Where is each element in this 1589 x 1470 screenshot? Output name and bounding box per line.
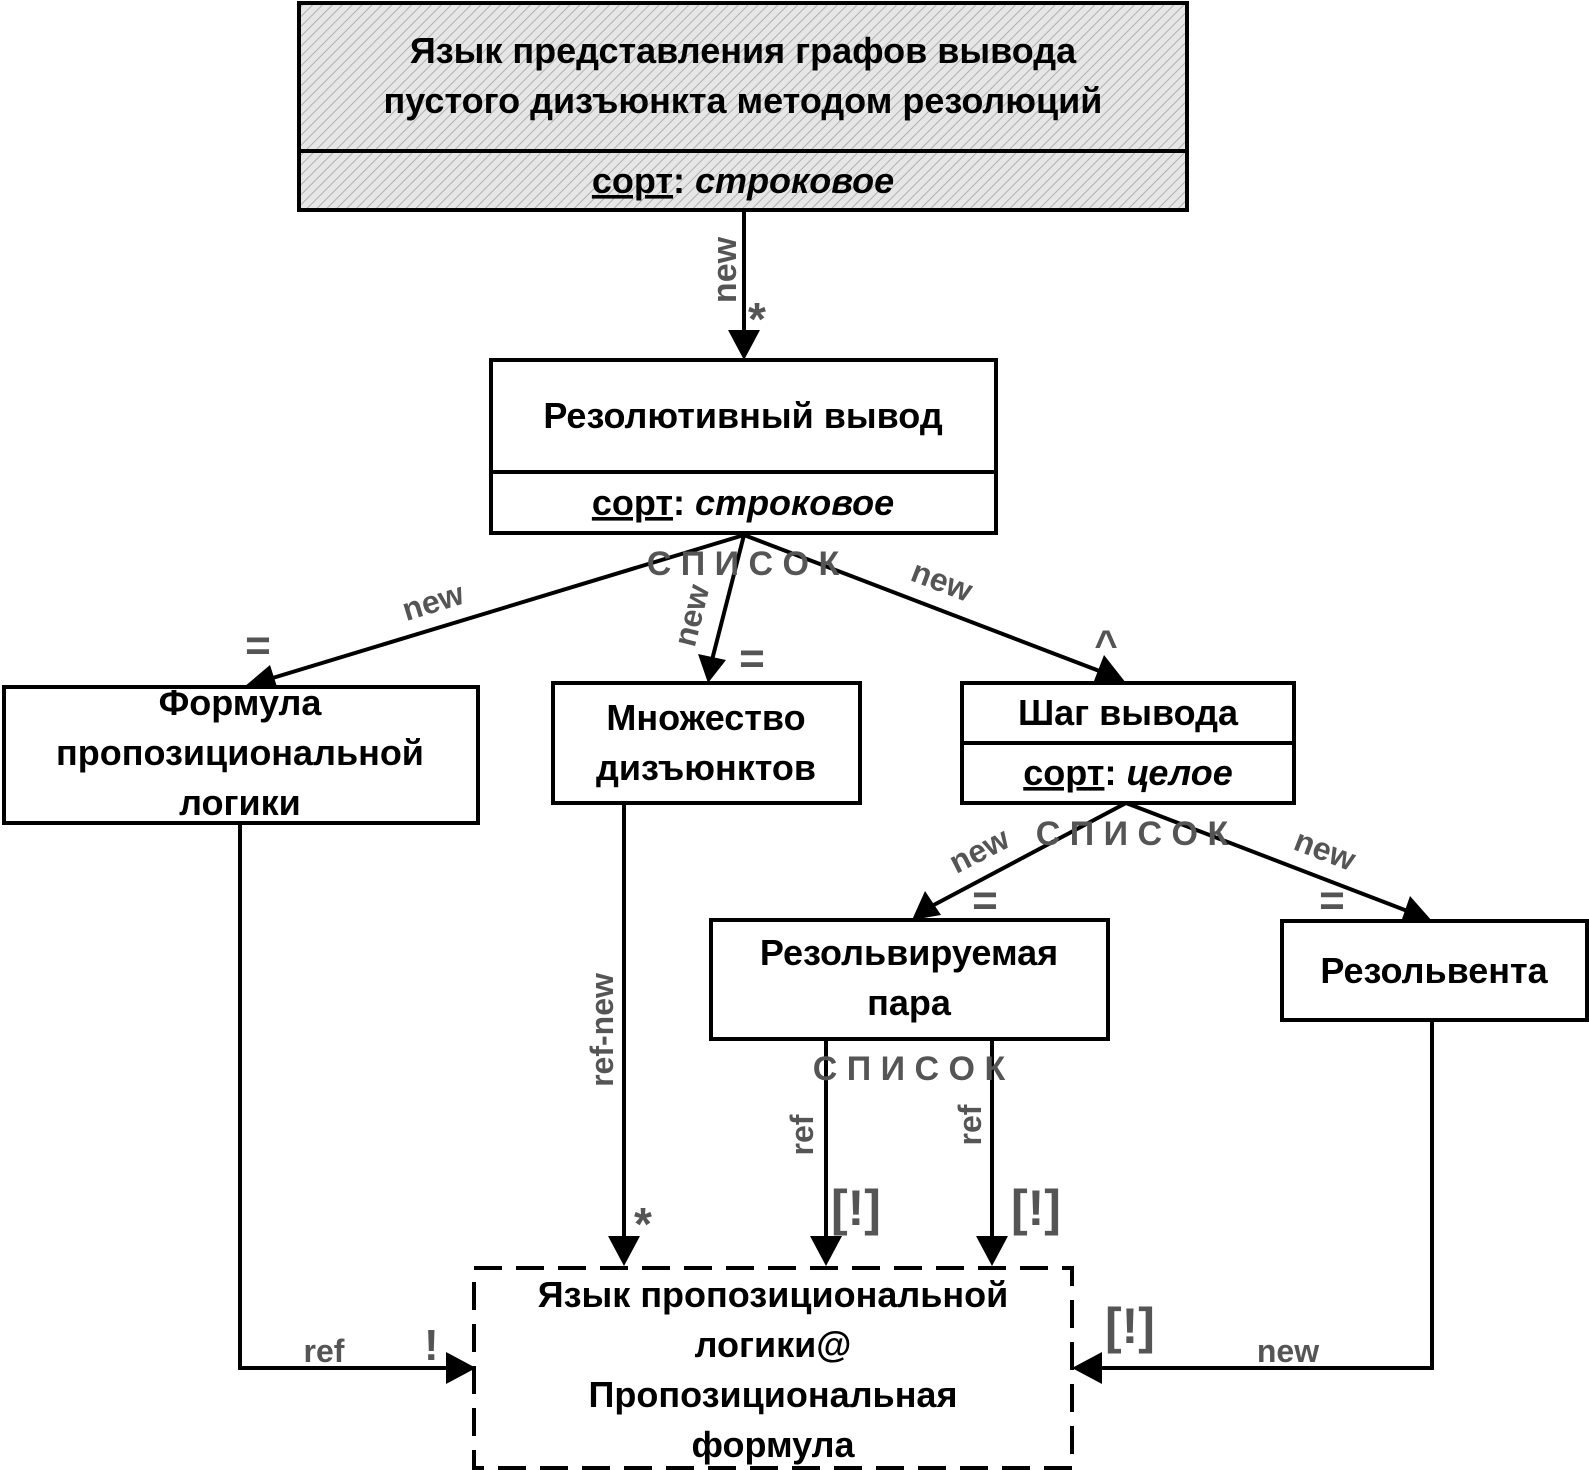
label-res-step-hat: ^ <box>1094 623 1117 667</box>
label-resolvent-new: new <box>1257 1333 1319 1369</box>
root-sort-label: сорт <box>592 160 673 201</box>
clause-set-title-line-2: дизъюнктов <box>596 747 816 788</box>
label-resolvent-mark: [!] <box>1105 1298 1155 1354</box>
step-title: Шаг вывода <box>1018 692 1239 733</box>
label-formula-ref: ref <box>304 1333 345 1369</box>
label-root-new: new <box>706 236 744 303</box>
label-res-formula-eq: = <box>245 621 271 670</box>
pair-title-line-2: пара <box>867 982 952 1023</box>
label-res-set-new: new <box>666 581 716 650</box>
resolution-title: Резолютивный вывод <box>543 395 943 436</box>
prop-lang-title-line-4: формула <box>691 1424 855 1465</box>
label-set-refnew-star: * <box>634 1198 652 1250</box>
root-title-line-1: Язык представления графов вывода <box>410 30 1077 71</box>
prop-lang-title-line-1: Язык пропозициональной <box>538 1274 1008 1315</box>
step-sort-value: целое <box>1126 752 1232 793</box>
label-list-2: С П И С О К <box>1036 815 1229 853</box>
edge-step-to-resolvent <box>1125 801 1432 922</box>
root-sort-value: строковое <box>695 160 894 201</box>
prop-lang-title-line-3: Пропозициональная <box>589 1374 958 1415</box>
edge-pair-to-prop-lang-2 <box>976 1039 1008 1266</box>
edge-formula-to-prop-lang <box>238 823 476 1384</box>
label-pair-ref-1: ref <box>784 1114 820 1155</box>
resolution-sort-value: строковое <box>695 482 894 523</box>
step-sort: сорт: целое <box>1023 752 1232 793</box>
edge-resolvent-to-prop-lang <box>1072 1020 1434 1384</box>
prop-lang-title-line-2: логики@ <box>695 1324 852 1365</box>
formula-title-line-3: логики <box>179 782 301 823</box>
node-resolvable-pair: Резольвируемая пара <box>709 918 1110 1041</box>
node-clause-set: Множество дизъюнктов <box>551 681 862 805</box>
label-formula-ref-mark: ! <box>424 1321 439 1370</box>
label-step-resolvent-eq: = <box>1319 876 1345 925</box>
root-title-line-2: пустого дизъюнкта методом резолюций <box>384 80 1103 121</box>
formula-title-line-1: Формула <box>159 682 323 723</box>
edge-resolution-to-step <box>743 533 1126 683</box>
label-list-1: С П И С О К <box>647 545 840 583</box>
label-pair-ref-2-mark: [!] <box>1011 1180 1061 1236</box>
edge-pair-to-prop-lang-1 <box>810 1039 842 1266</box>
label-step-pair-new: new <box>943 820 1015 880</box>
label-pair-ref-2: ref <box>952 1104 988 1145</box>
pair-title-line-1: Резольвируемая <box>760 932 1058 973</box>
node-propositional-language: Язык пропозициональной логики@ Пропозици… <box>472 1266 1074 1470</box>
formula-title-line-2: пропозициональной <box>56 732 424 773</box>
step-sort-label: сорт <box>1023 752 1104 793</box>
edge-resolution-to-clause-set <box>698 534 746 683</box>
resolvent-title: Резольвента <box>1320 950 1548 991</box>
node-formula: Формула пропозициональной логики <box>2 682 480 825</box>
label-step-pair-eq: = <box>972 876 998 925</box>
resolution-sort: сорт: строковое <box>592 482 894 523</box>
label-list-3: С П И С О К <box>813 1050 1006 1088</box>
label-pair-ref-1-mark: [!] <box>831 1180 881 1236</box>
clause-set-title-line-1: Множество <box>606 697 805 738</box>
node-inference-step: Шаг вывода сорт: целое <box>960 681 1296 805</box>
node-root-language: Язык представления графов вывода пустого… <box>297 1 1189 212</box>
label-root-star: * <box>748 293 766 345</box>
node-resolvent: Резольвента <box>1280 919 1589 1022</box>
label-res-set-eq: = <box>739 634 765 683</box>
label-set-refnew: ref-new <box>584 973 620 1087</box>
edge-root-to-resolution <box>728 210 760 360</box>
node-resolution-inference: Резолютивный вывод сорт: строковое <box>489 358 998 535</box>
resolution-sort-label: сорт <box>592 482 673 523</box>
edge-step-to-pair <box>912 801 1127 920</box>
root-sort: сорт: строковое <box>592 160 894 201</box>
edge-clause-set-to-prop-lang <box>608 803 640 1266</box>
